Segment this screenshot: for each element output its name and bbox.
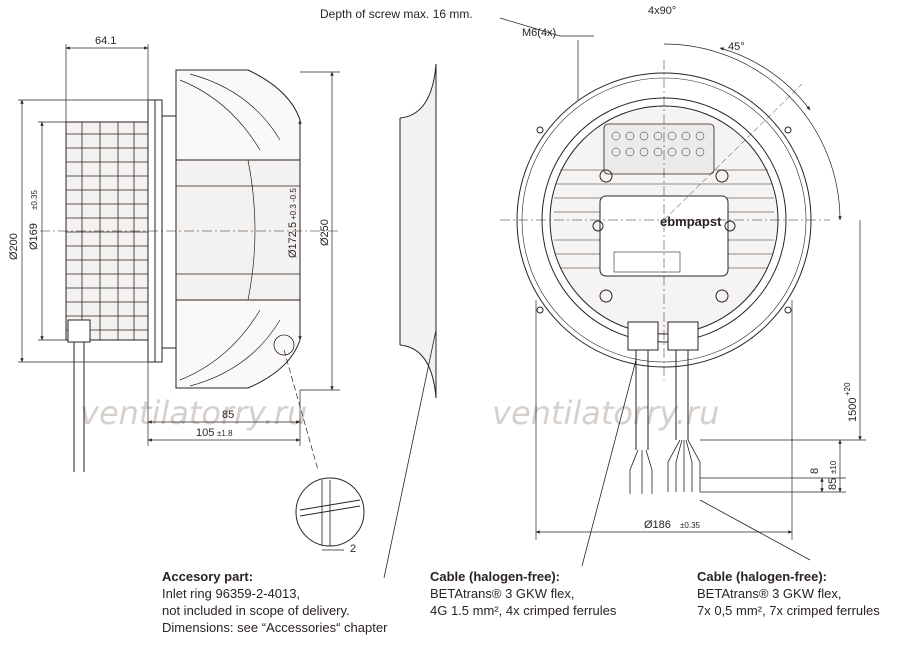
dim-105: 105 bbox=[196, 427, 214, 439]
dim-169: Ø169 bbox=[28, 223, 40, 250]
cable2-line2: 7x 0,5 mm², 7x crimped ferrules bbox=[697, 603, 880, 618]
accessory-note: Accesory part: Inlet ring 96359-2-4013, … bbox=[162, 568, 387, 636]
watermark-left: ventilatorry.ru bbox=[80, 394, 307, 432]
accessory-line3: Dimensions: see “Accessories“ chapter bbox=[162, 620, 388, 635]
screw-depth-note: Depth of screw max. 16 mm. bbox=[320, 7, 473, 21]
angle-45: 45° bbox=[728, 41, 745, 53]
accessory-line1: Inlet ring 96359-2-4013, bbox=[162, 586, 301, 601]
dim-85b: 85 bbox=[827, 478, 839, 490]
dim-1500-tol: +20 bbox=[843, 382, 852, 396]
dim-200: Ø200 bbox=[8, 233, 20, 260]
angle-4x90: 4x90° bbox=[648, 5, 676, 17]
dim-172-5: Ø172.5 bbox=[287, 222, 299, 258]
dim-2: 2 bbox=[350, 543, 356, 555]
front-dimensions bbox=[535, 220, 866, 540]
cable1-line1: BETAtrans® 3 GKW flex, bbox=[430, 586, 575, 601]
dim-85b-tol: ±10 bbox=[829, 460, 838, 474]
cable1-note: Cable (halogen-free): BETAtrans® 3 GKW f… bbox=[430, 568, 616, 619]
cable2-heading: Cable (halogen-free): bbox=[697, 569, 828, 584]
brand-label: ebmpapst bbox=[660, 214, 722, 229]
cable2-line1: BETAtrans® 3 GKW flex, bbox=[697, 586, 842, 601]
dim-250: Ø250 bbox=[319, 219, 331, 246]
accessory-heading: Accesory part: bbox=[162, 569, 254, 584]
m6-label: M6(4x) bbox=[522, 27, 556, 39]
side-dimensions bbox=[18, 44, 344, 551]
dim-8: 8 bbox=[809, 468, 821, 474]
watermark-right: ventilatorry.ru bbox=[492, 394, 719, 432]
dim-169-tol: ±0.35 bbox=[30, 189, 39, 210]
front-view bbox=[499, 17, 842, 567]
dim-85: 85 bbox=[222, 409, 234, 421]
accessory-line2: not included in scope of delivery. bbox=[162, 603, 350, 618]
dim-186-tol: ±0.35 bbox=[680, 521, 701, 530]
cable2-note: Cable (halogen-free): BETAtrans® 3 GKW f… bbox=[697, 568, 880, 619]
dim-64-1: 64.1 bbox=[95, 35, 116, 47]
dim-186: Ø186 bbox=[644, 519, 671, 531]
side-view bbox=[40, 63, 437, 579]
cable1-heading: Cable (halogen-free): bbox=[430, 569, 561, 584]
dim-172-5-tol: +0.3 -0.5 bbox=[289, 188, 298, 220]
cable1-line2: 4G 1.5 mm², 4x crimped ferrules bbox=[430, 603, 617, 618]
dim-105-tol: ±1.8 bbox=[217, 429, 233, 438]
dim-1500: 1500 bbox=[847, 398, 859, 422]
